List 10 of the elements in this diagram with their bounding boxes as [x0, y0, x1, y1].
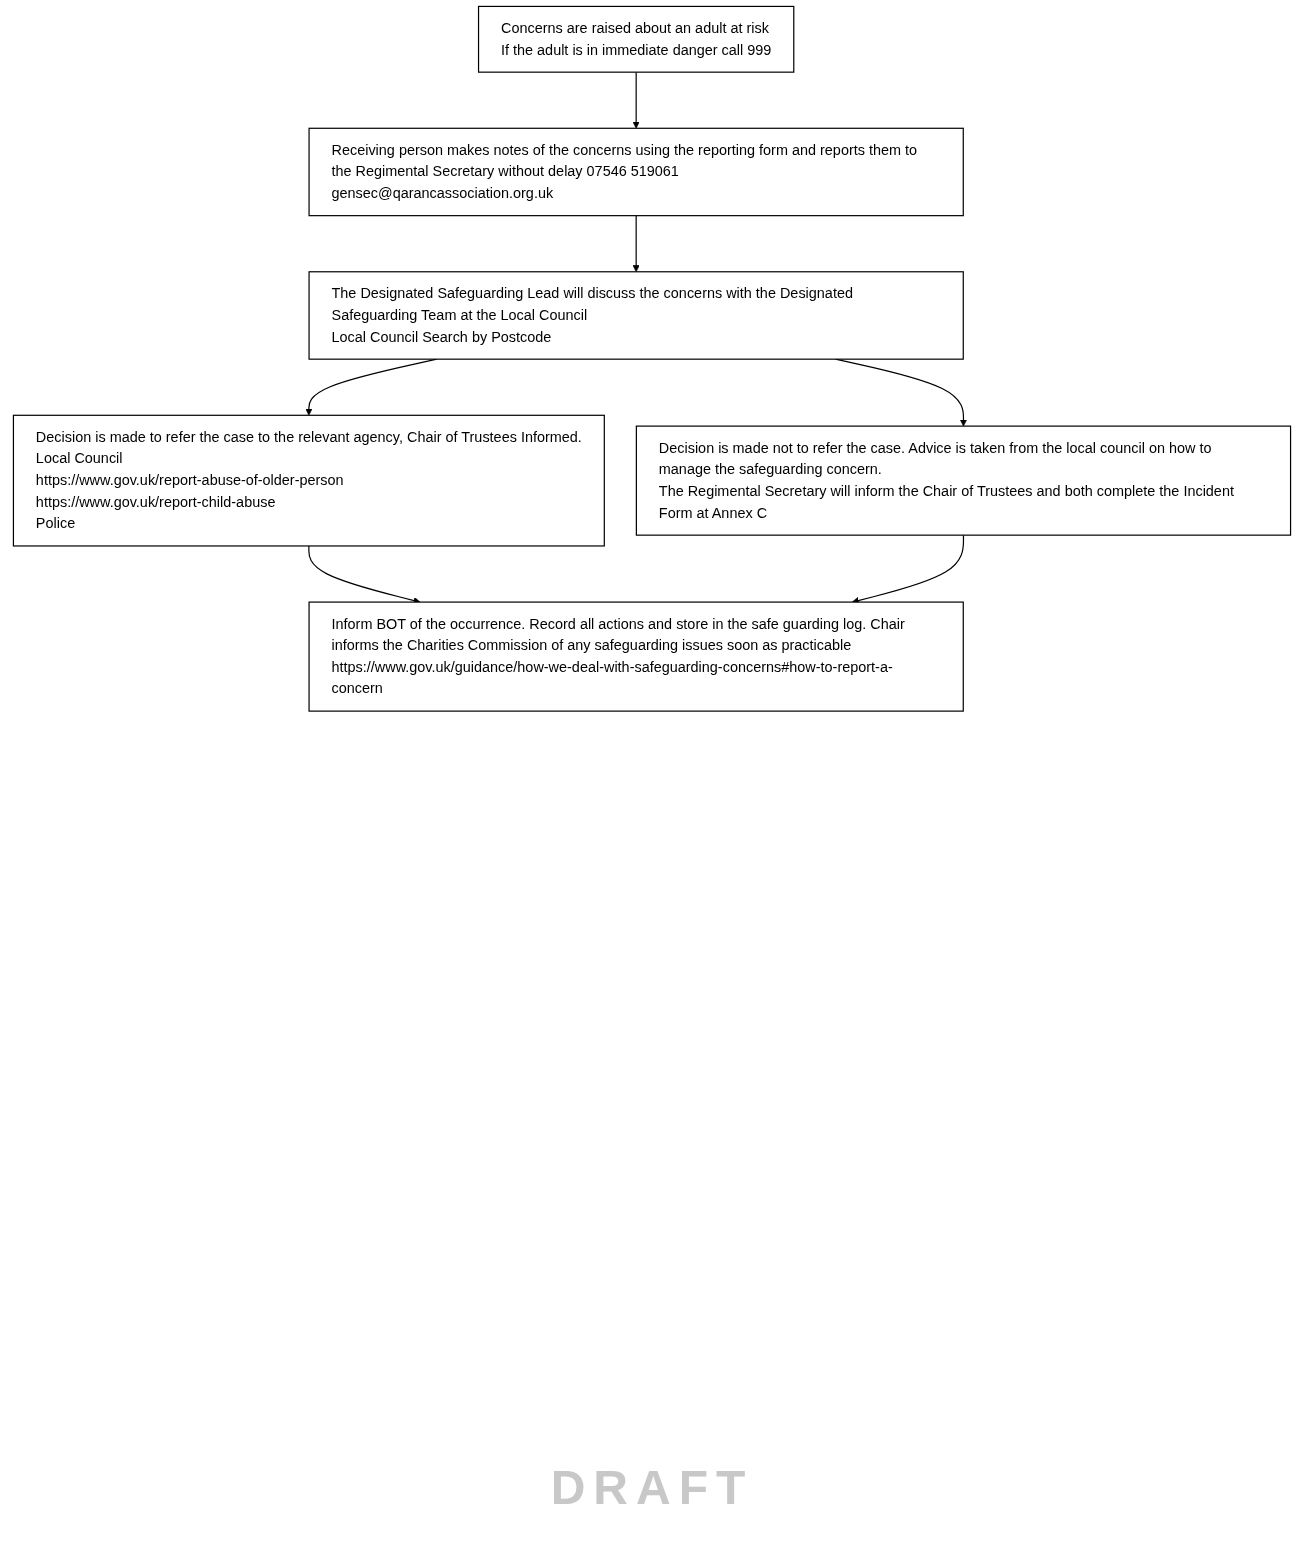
arrow	[851, 534, 965, 604]
arrow	[308, 545, 421, 604]
node-box: Concerns are raised about an adult at risk If the adult is in immediate danger call 999	[477, 5, 795, 73]
node-box: The Designated Safeguarding Lead will discuss the concerns with the Designated Safeguarding Team at the Local Council Local Council Search by Postcode	[308, 271, 964, 360]
node-box: Decision is made not to refer the case. Advice is taken from the local council on how to manage the safeguarding concern. The Regimental Secretary will inform the Chair of Trustees and both complete the Incident Form at Annex C	[635, 425, 1292, 536]
node-box: Inform BOT of the occurrence. Record all actions and store in the safe guarding log. Chair informs the Charities Commission of any safeguarding issues soon as practicable https://www.gov.uk/guidance/how-we-deal-with-safeguarding-concerns#how-to-report-a-concern	[308, 601, 964, 712]
node-box: Receiving person makes notes of the concerns using the reporting form and reports them to the Regimental Secretary without delay 07546 519061 gensec@qarancassociation.org.uk	[308, 127, 964, 217]
node-box: Decision is made to refer the case to the relevant agency, Chair of Trustees Informed. Local Council https://www.gov.uk/report-abuse-of-older-person https://www.gov.uk/report-child-abuse Police	[12, 414, 605, 547]
arrow	[632, 215, 640, 273]
arrow	[632, 71, 640, 129]
